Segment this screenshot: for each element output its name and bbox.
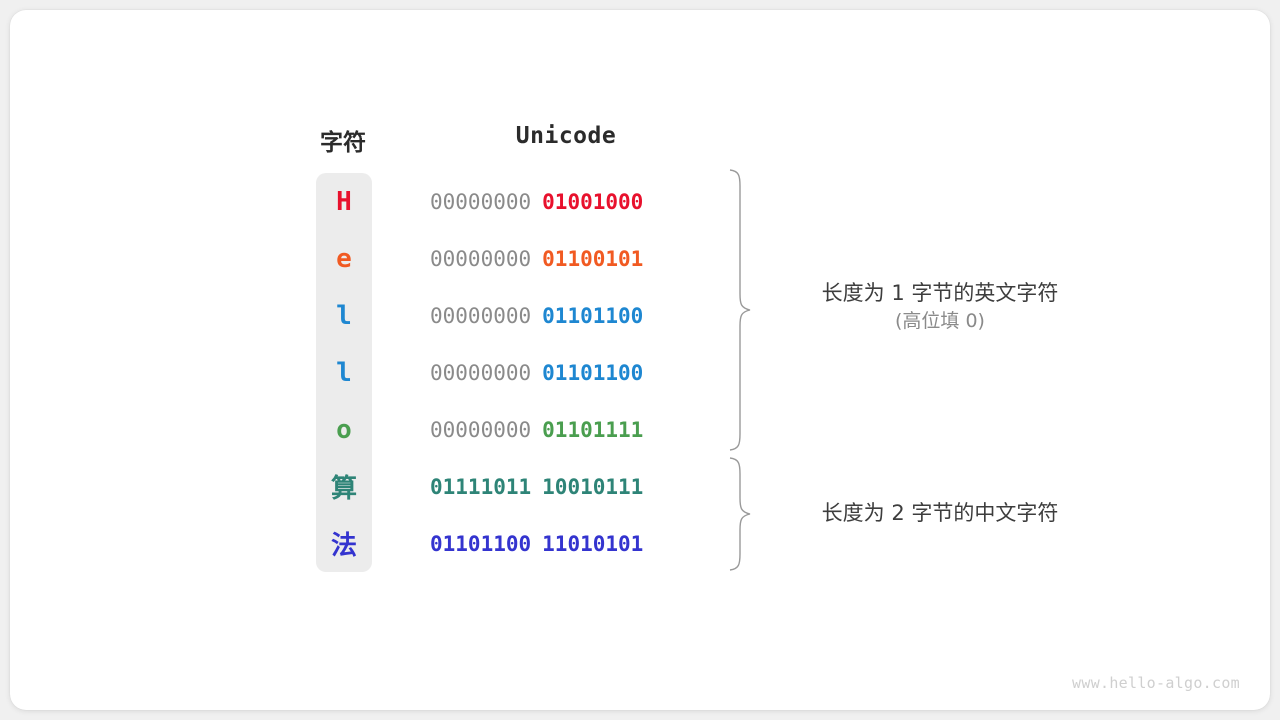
low-byte: 01101111 [542, 417, 644, 442]
low-byte: 11010101 [542, 531, 644, 556]
low-byte: 01100101 [542, 246, 644, 271]
annotation-one-byte: 长度为 1 字节的英文字符 (高位填 0) [770, 278, 1110, 336]
high-byte: 00000000 [430, 303, 532, 328]
low-byte: 01101100 [542, 360, 644, 385]
brace-two-byte-group [729, 457, 751, 571]
high-byte: 00000000 [430, 246, 532, 271]
annotation-two-byte: 长度为 2 字节的中文字符 [770, 498, 1110, 528]
binary-row: 00000000 01100101 [430, 230, 710, 287]
high-byte: 01101100 [430, 531, 532, 556]
annotation-two-byte-main: 长度为 2 字节的中文字符 [821, 501, 1059, 525]
character-cell: H [336, 186, 352, 217]
watermark: www.hello-algo.com [1072, 674, 1240, 692]
high-byte: 00000000 [430, 360, 532, 385]
low-byte: 10010111 [542, 474, 644, 499]
column-header-character: 字符 [320, 130, 366, 156]
high-byte: 00000000 [430, 417, 532, 442]
binary-row: 00000000 01101111 [430, 401, 710, 458]
character-cell: 算 [330, 474, 357, 504]
binary-row: 00000000 01001000 [430, 173, 710, 230]
binary-row: 00000000 01101100 [430, 344, 710, 401]
low-byte: 01101100 [542, 303, 644, 328]
column-header-unicode: Unicode [515, 123, 617, 149]
binary-row: 00000000 01101100 [430, 287, 710, 344]
character-cell: 法 [330, 531, 357, 561]
high-byte: 01111011 [430, 474, 532, 499]
low-byte: 01001000 [542, 189, 644, 214]
binary-row: 01101100 11010101 [430, 515, 710, 572]
high-byte: 00000000 [430, 189, 532, 214]
character-cell: l [336, 300, 352, 331]
annotation-one-byte-main: 长度为 1 字节的英文字符 [821, 281, 1059, 305]
brace-one-byte-group [729, 169, 751, 451]
annotation-one-byte-sub: (高位填 0) [895, 310, 985, 333]
binary-row: 01111011 10010111 [430, 458, 710, 515]
character-cell: o [336, 414, 352, 445]
character-cell: e [336, 243, 352, 274]
character-cell: l [336, 357, 352, 388]
